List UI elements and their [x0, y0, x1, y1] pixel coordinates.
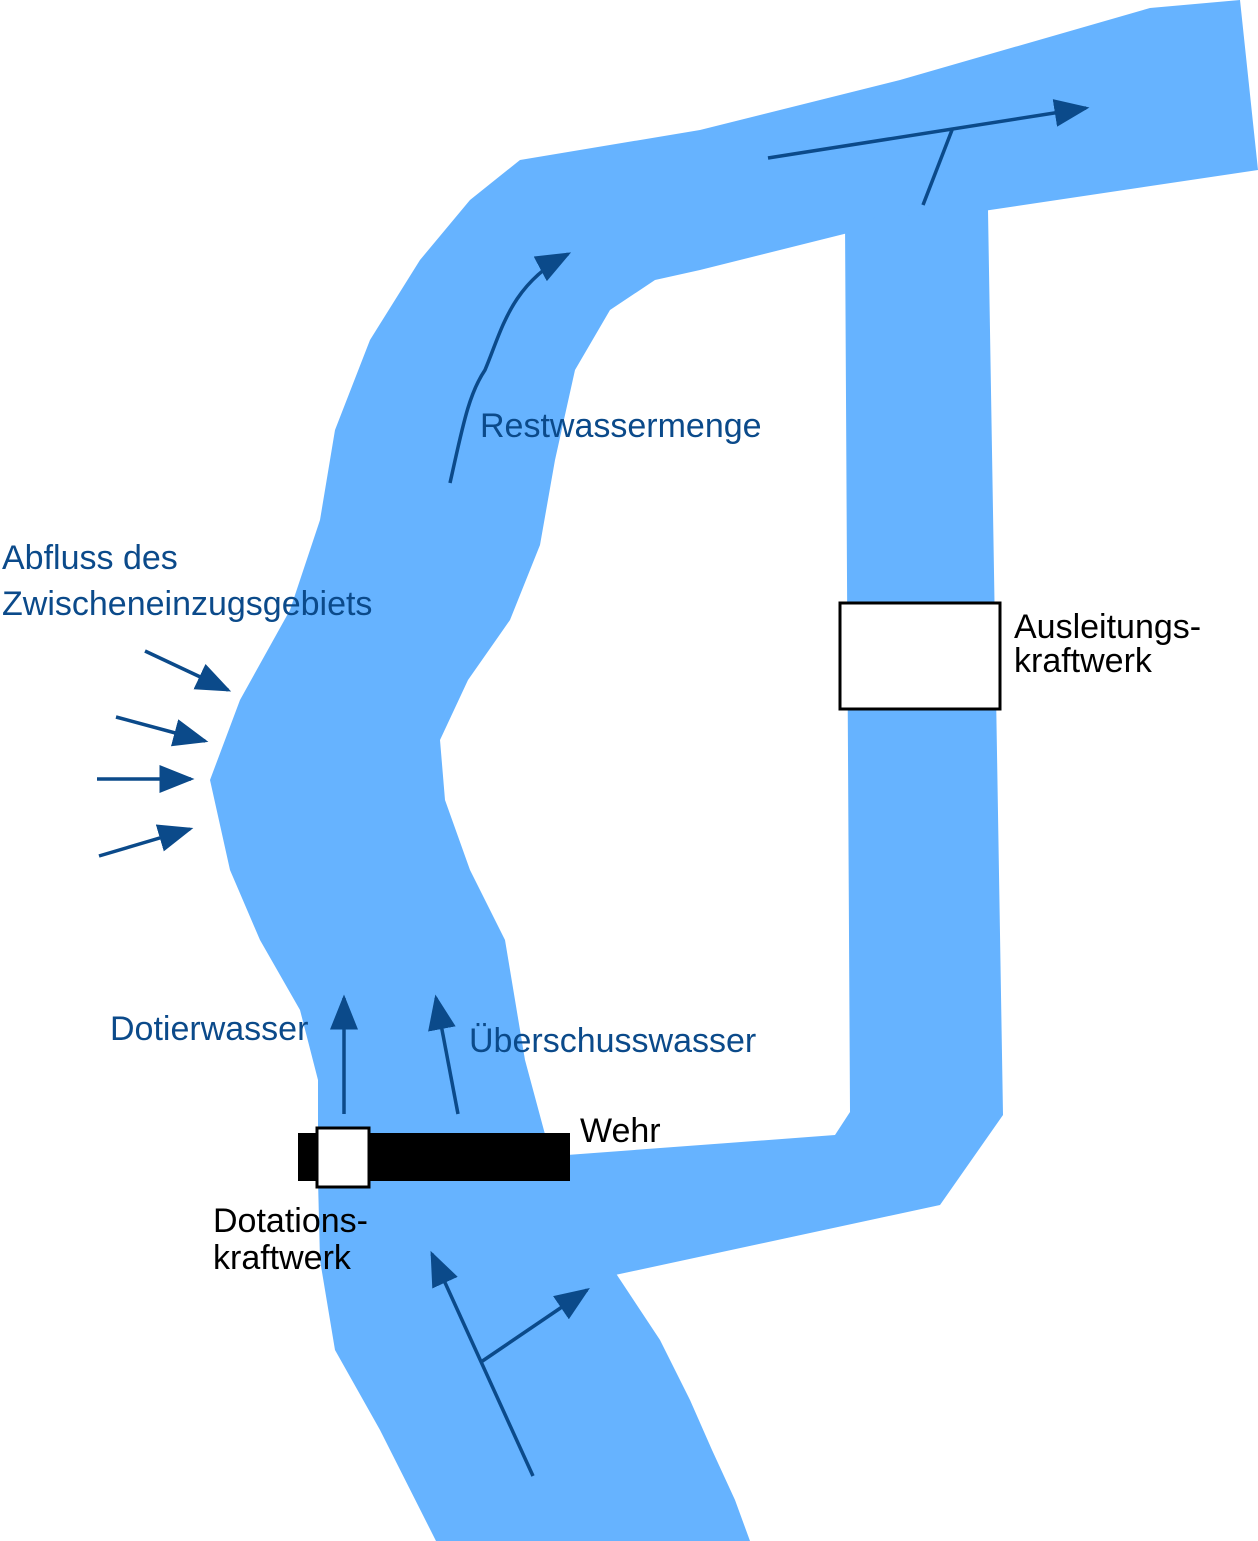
ausleitung-label-line2: kraftwerk [1014, 642, 1152, 680]
restwassermenge-label: Restwassermenge [480, 407, 762, 445]
diversion-flow-arrow [480, 1288, 590, 1364]
wehr-label: Wehr [580, 1112, 661, 1150]
ueberschusswasser-label: Überschusswasser [469, 1022, 757, 1060]
abfluss-label-line2: Zwischeneinzugsgebiets [2, 585, 373, 623]
inflow-arrow [430, 1250, 535, 1477]
catchment-inflow-arrow-2 [115, 715, 209, 747]
diversion-channel [500, 210, 1003, 1275]
catchment-inflow-arrow-1 [144, 649, 232, 692]
dotierwasser-label: Dotierwasser [110, 1010, 309, 1048]
ausleitung-label-line1: Ausleitungs- [1014, 608, 1202, 646]
ueberschuss-arrow [428, 994, 460, 1115]
dotation-label-line2: kraftwerk [213, 1239, 351, 1277]
abfluss-label-line1: Abfluss des [2, 539, 178, 577]
river-main-channel [210, 0, 1258, 1541]
dotation-plant-box [315, 1126, 371, 1189]
outflow-arrow [767, 99, 1090, 160]
diversion-plant-box [838, 601, 1002, 711]
outflow-branch-line [921, 129, 954, 206]
residual-flow-arrow [448, 252, 572, 484]
dotation-label-line1: Dotations- [213, 1202, 368, 1240]
catchment-inflow-arrow-4 [98, 824, 194, 858]
